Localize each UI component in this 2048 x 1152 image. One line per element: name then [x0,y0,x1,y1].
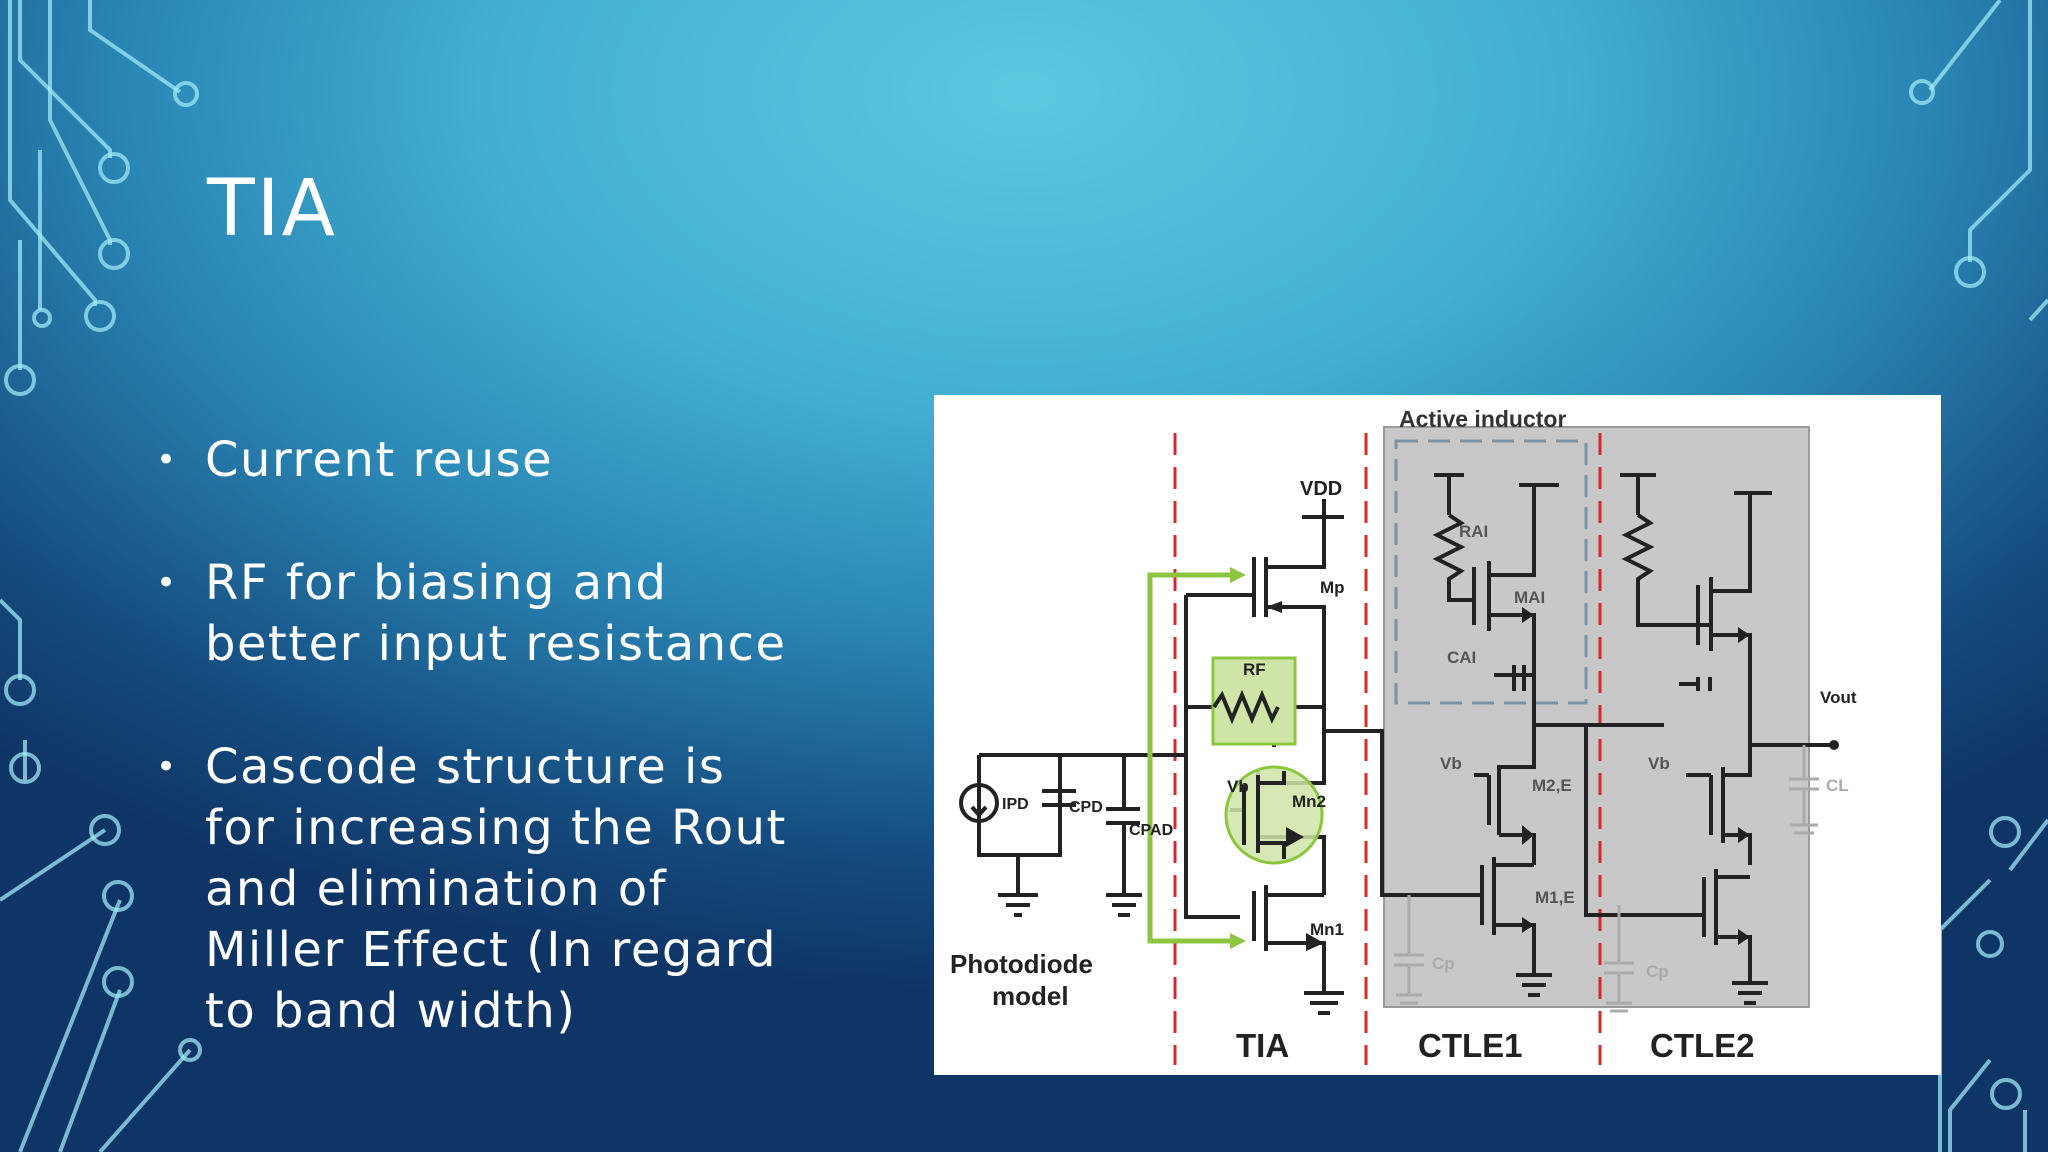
bullet-text: Cascode structure is for increasing the … [205,739,787,1039]
bullet-text: RF for biasing and better input resistan… [205,555,787,672]
rf-label: RF [1243,660,1266,679]
cpd-label: CPD [1069,799,1103,816]
mp-label: Mp [1320,578,1345,597]
bullet-list: • Current reuse • RF for biasing and bette… [150,430,790,1104]
photodiode-label: Photodiode [950,949,1093,979]
active-inductor-label: Active inductor [1399,406,1566,432]
mn1-label: Mn1 [1310,920,1344,939]
bullet-item: • Current reuse [150,430,790,491]
bullet-dot-icon: • [156,440,178,480]
bullet-item: • Cascode structure is for increasing the… [150,737,790,1042]
section-ctle1-label: CTLE1 [1418,1027,1523,1064]
resistor-icon [1212,689,1280,725]
cl-label: CL [1826,776,1849,795]
cai-label: CAI [1447,648,1476,667]
vb-ctle1-label: Vb [1440,754,1462,773]
slide-title: TIA [207,164,338,254]
arrow-icon [1230,567,1246,583]
cp2-label: Cp [1646,962,1669,981]
active-inductor-box [1394,439,1588,705]
section-ctle2-label: CTLE2 [1650,1027,1755,1064]
section-tia-label: TIA [1236,1027,1289,1064]
mai-label: MAI [1514,588,1545,607]
bullet-dot-icon: • [156,563,178,603]
model-label: model [992,981,1069,1011]
mn2-label: Mn2 [1292,792,1326,811]
bullet-dot-icon: • [156,747,178,787]
m2e-label: M2,E [1532,776,1572,795]
cp-label: Cp [1432,954,1455,973]
ctle-region [1383,426,1810,1008]
m1e-label: M1,E [1535,888,1575,907]
current-source-icon [959,783,999,823]
vb-label: Vb [1227,777,1249,796]
circuit-schematic-figure: Active inductor [934,395,1941,1075]
bullet-item: • RF for biasing and better input resista… [150,553,790,675]
vb2-label: Vb [1648,754,1670,773]
circuit-schematic: Active inductor [950,406,1857,1065]
bullet-text: Current reuse [205,432,554,488]
rai-label: RAI [1459,522,1488,541]
vdd-label: VDD [1300,478,1342,500]
cpad-label: CPAD [1129,822,1173,839]
vout-label: Vout [1820,688,1857,707]
ipd-label: IPD [1002,796,1029,813]
arrow-icon [1230,933,1246,949]
